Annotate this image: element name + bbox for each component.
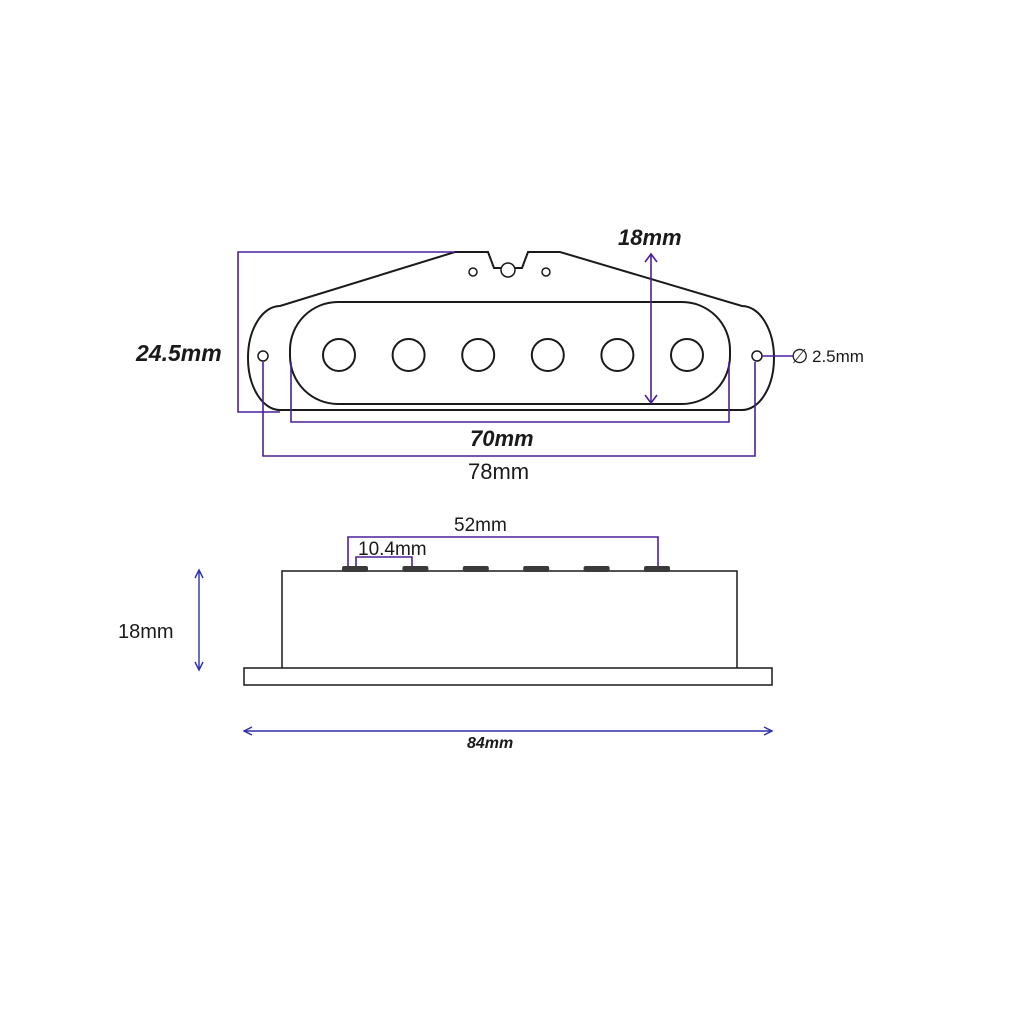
pole-piece-top-6: [670, 338, 704, 372]
pole-piece-side-6: [644, 566, 670, 572]
pole-piece-top-4: [530, 338, 565, 372]
mounting-hole-right: [751, 350, 763, 362]
pole-piece-side-4: [523, 566, 550, 572]
dim-line-hole-spacing: [262, 362, 756, 457]
dim-arrow-base-right: [763, 726, 774, 736]
pole-piece-top-3: [461, 338, 496, 372]
pole-piece-side-5: [583, 566, 610, 572]
pole-pieces-top: [322, 338, 704, 372]
dim-label-base-length: 84mm: [467, 735, 513, 752]
dim-label-pole-span: 52mm: [454, 515, 507, 536]
dim-line-bobbin-length: [290, 362, 730, 423]
mounting-hole-left: [257, 350, 269, 362]
dim-label-hole-diameter: 2.5mm: [812, 347, 864, 366]
dim-label-height: 18mm: [618, 225, 682, 250]
pole-piece-top-5: [600, 338, 635, 372]
pole-piece-side-1: [342, 566, 368, 572]
tab-left-hole: [468, 267, 478, 277]
dim-arrow-height-top: [644, 252, 658, 263]
pole-piece-top-2: [391, 338, 426, 372]
dim-label-side-height: 18mm: [118, 621, 174, 643]
side-view: 52mm 10.4mm 18mm 84mm: [118, 515, 774, 752]
coil-body-outline: [281, 570, 738, 670]
pole-piece-side-3: [462, 566, 489, 572]
dim-label-pole-pitch: 10.4mm: [358, 539, 427, 560]
dim-arrow-side-height-bottom: [194, 661, 204, 672]
dim-line-pole-pitch: [355, 556, 413, 566]
dim-label-hole-spacing: 78mm: [468, 459, 529, 484]
tab-right-hole: [541, 267, 551, 277]
diameter-symbol: ∅: [791, 346, 808, 368]
dim-line-width: [237, 251, 455, 413]
bobbin-outline: [289, 301, 731, 405]
dim-arrow-base-left: [242, 726, 253, 736]
top-view: 24.5mm 18mm ∅ 2.5mm 70mm 78mm: [135, 225, 864, 484]
pole-piece-top-1: [322, 338, 356, 372]
dim-label-width: 24.5mm: [135, 340, 222, 366]
dim-arrow-height-bottom: [644, 394, 658, 405]
pole-piece-side-2: [402, 566, 429, 572]
dim-line-pole-span: [347, 536, 659, 566]
tab-center-hole: [500, 262, 516, 278]
dim-arrow-side-height-top: [194, 568, 204, 579]
dim-label-bobbin-length: 70mm: [470, 426, 534, 451]
pole-pieces-side: [342, 566, 670, 572]
baseplate-side-outline: [243, 667, 773, 686]
